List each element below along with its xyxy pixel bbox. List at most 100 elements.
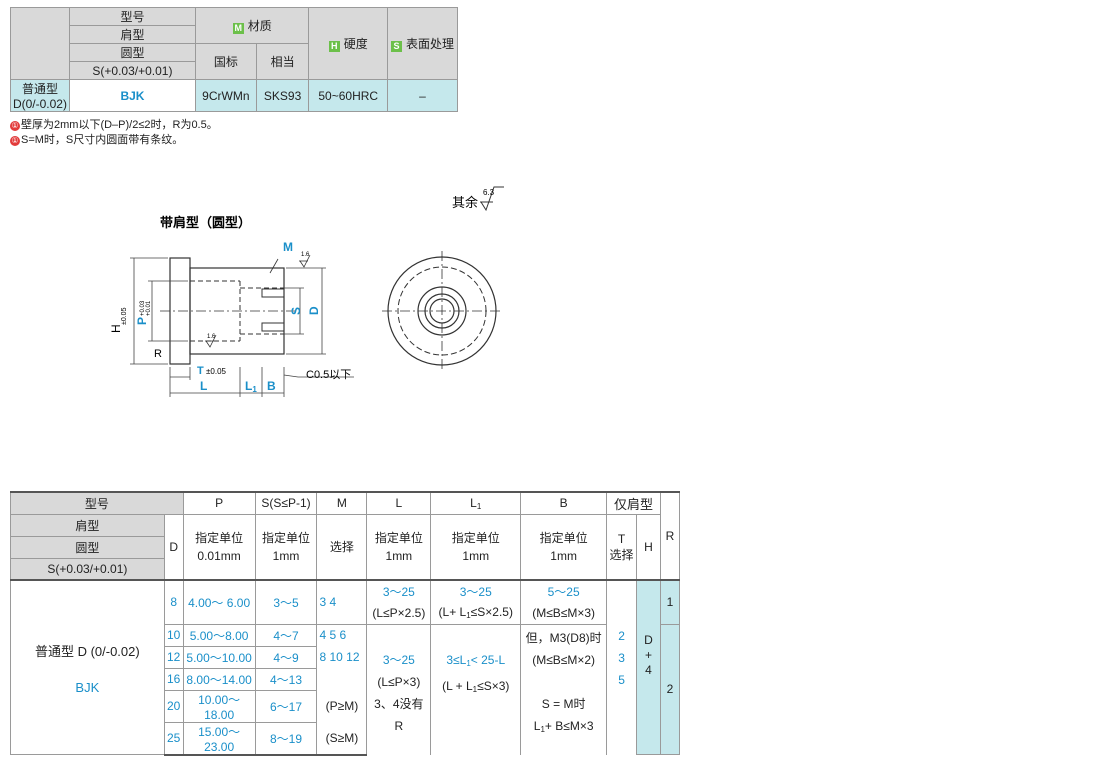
label-D: D [307,306,321,315]
th-L1-unit: 指定单位 1mm [430,513,522,581]
dimension-lines [130,257,354,397]
cell-P-25: 15.00～23.00 [182,721,256,756]
row-surface: – [387,79,458,112]
cell-M-25: (S≥M) [316,722,368,756]
cell-S-12: 4～9 [254,645,318,669]
cell-D-8: 8 [163,579,184,625]
cell-D-25: 25 [163,721,184,756]
label-B: B [267,379,276,393]
label-M: M [283,240,293,254]
type-cell: 普通型 D (0/-0.02) BJK [10,579,165,755]
svg-text:+0.01: +0.01 [146,300,152,316]
th-R: R [659,491,681,581]
cell-S-20: 6～17 [254,689,318,723]
note-num-icon: ① [10,136,20,146]
th-s-tol: S(+0.03/+0.01) [10,557,165,581]
cell-L1-b: 3≤L1< 25-L (L + L1≤S×3) [430,623,522,755]
th-H: H [636,513,661,581]
cell-S-8: 3～5 [254,579,318,625]
cell-P-20: 10.00～18.00 [182,689,256,723]
th-shoulder-only: 仅肩型 [606,491,661,515]
hardness-mark-icon: H [328,41,340,52]
cell-B-a1: 5～25 [520,579,608,602]
cell-D-12: 12 [163,645,184,669]
cell-M-16 [316,668,368,690]
th-S-unit: 指定单位 1mm [254,513,318,581]
th-M: M [316,491,368,515]
cell-D-10: 10 [163,623,184,647]
blank-header-cell [10,7,70,80]
label-T: T [197,365,204,377]
th-B-unit: 指定单位 1mm [520,513,608,581]
row-hardness: 50~60HRC [308,79,389,112]
cell-B-b: 但，M3(D8)时 (M≤B≤M×2) S = M时 L1+ B≤M×3 [520,623,608,755]
th-T-unit: T 选择 [606,513,637,581]
cell-S-25: 8～19 [254,721,318,756]
roughness-symbol-icon [480,186,504,212]
cell-M-20: (P≥M) [316,690,368,722]
cell-L1-a2: (L+ L1≤S×2.5) [430,602,522,625]
svg-text:1.6: 1.6 [301,252,310,258]
cell-M-10: 4 5 6 [316,623,368,646]
svg-text:6.3: 6.3 [483,188,495,197]
svg-text:±0.05: ±0.05 [206,367,227,376]
cell-P-16: 8.00～14.00 [182,667,256,691]
label-R: R [154,348,162,360]
cell-D-20: 20 [163,689,184,723]
row-equiv-material: SKS93 [255,79,310,112]
row-code: BJK [68,79,196,112]
th-S: S(S≤P-1) [254,491,318,515]
th-model: 型号 [10,491,184,515]
cell-L1-a1: 3～25 [430,579,522,602]
label-H: H [109,324,123,333]
cell-R-2: 2 [659,623,681,755]
cell-M-12: 8 10 12 [316,646,368,668]
svg-text:1.6: 1.6 [207,334,216,340]
side-view [160,257,300,365]
roughness-small-icon [269,254,311,274]
label-P: P [135,317,149,325]
cell-M-8: 3 4 [316,579,368,625]
cell-P-12: 5.00～10.00 [182,645,256,669]
roughness-small-icon-2 [205,334,217,348]
cell-B-a2: (M≤B≤M×3) [520,602,608,625]
th-shoulder: 肩型 [10,513,165,537]
surface-mark-icon: S [391,41,403,52]
header-gb: 国标 [194,43,257,80]
th-L-unit: 指定单位 1mm [366,513,432,581]
drawing-title: 带肩型（圆型） [160,215,251,230]
label-L: L [200,379,207,393]
roughness-label: 其余 [452,195,478,210]
material-mark-icon: M [232,23,244,34]
cell-S-10: 4～7 [254,623,318,647]
cell-H: D + 4 [636,579,661,755]
cell-T: 2 3 5 [606,579,637,755]
th-L: L [366,491,432,515]
cell-L-b: 3～25 (L≤P×3) 3、4没有 R [366,623,432,755]
th-P: P [182,491,256,515]
header-round: 圆型 [68,43,196,62]
cell-L-a1: 3～25 [366,579,432,602]
header-shoulder: 肩型 [68,25,196,44]
header-equiv: 相当 [255,43,310,80]
row-gb-material: 9CrWMn [194,79,257,112]
note-num-icon: ① [10,121,20,131]
svg-text:±0.05: ±0.05 [121,307,128,325]
header-s-tol: S(+0.03/+0.01) [68,61,196,80]
label-L1: L1 [245,379,257,394]
th-L1: L1 [430,491,522,515]
end-view [382,251,502,371]
cell-R-1: 1 [659,579,681,625]
th-M-unit: 选择 [316,513,368,581]
svg-text:+0.03: +0.03 [140,300,146,316]
cell-L-a2: (L≤P×2.5) [366,602,432,625]
label-chamfer: C0.5以下 [306,369,351,381]
technical-drawing: 其余 6.3 带肩型（圆型） M 1.6 H [109,186,504,397]
